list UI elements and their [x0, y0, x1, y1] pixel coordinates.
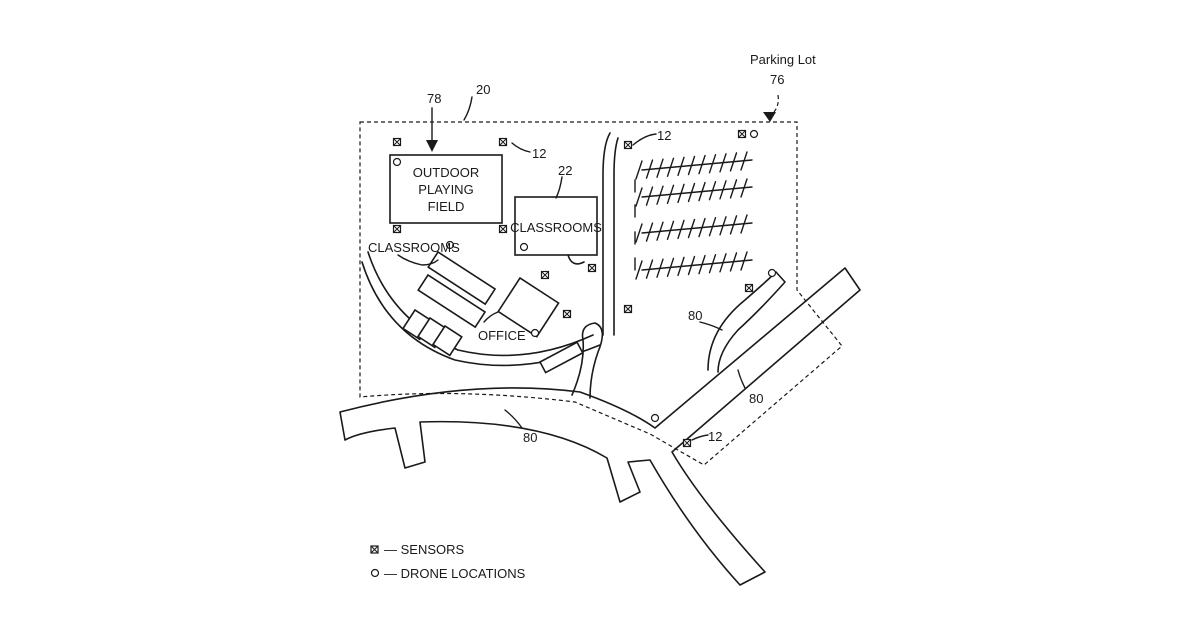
classrooms-left-label: CLASSROOMS: [368, 240, 460, 255]
drone-location-icon: [652, 415, 659, 422]
boundary-ref: 20: [476, 82, 490, 97]
road-ref-ramp: 80: [688, 308, 702, 323]
sensor-icon: [542, 272, 549, 279]
sensor-icon: [589, 265, 596, 272]
classrooms-top-label: CLASSROOMS: [510, 220, 602, 235]
field-label-2: PLAYING: [418, 182, 473, 197]
drone-location-icon: [532, 330, 539, 337]
sensor-ref-top: 12: [532, 146, 546, 161]
legend-sensors-label: — SENSORS: [384, 542, 465, 557]
field-ref: 78: [427, 91, 441, 106]
legend-sensor-icon: [371, 546, 378, 553]
road-ref-main: 80: [523, 430, 537, 445]
parking-row: [636, 152, 752, 179]
field-label-1: OUTDOOR: [413, 165, 479, 180]
sensor-ref-bottom: 12: [708, 429, 722, 444]
legend-drone-icon: [372, 570, 379, 577]
sensor-icon: [746, 285, 753, 292]
drone-location-icon: [769, 270, 776, 277]
office-label: OFFICE: [478, 328, 526, 343]
access-road: [572, 323, 602, 398]
drone-location-icon: [751, 131, 758, 138]
parking-row: [636, 252, 752, 279]
field-label-3: FIELD: [428, 199, 465, 214]
sensor-icon: [625, 306, 632, 313]
parking-lot-title: Parking Lot: [750, 52, 816, 67]
vertical-drive: [603, 133, 618, 335]
sensor-icon: [500, 226, 507, 233]
sensor-icon: [394, 226, 401, 233]
legend: — SENSORS — DRONE LOCATIONS: [371, 542, 526, 581]
sensor-icon: [739, 131, 746, 138]
parking-lot-ref: 76: [770, 72, 784, 87]
sensor-icon: [684, 440, 691, 447]
sensor-icon: [500, 139, 507, 146]
sensor-ref-parking: 12: [657, 128, 671, 143]
parking-stalls: [636, 152, 752, 279]
classrooms-ref: 22: [558, 163, 572, 178]
parking-row: [636, 215, 752, 242]
road-ref-right: 80: [749, 391, 763, 406]
drone-location-icon: [394, 159, 401, 166]
sensor-icon: [625, 142, 632, 149]
drone-location-icon: [521, 244, 528, 251]
legend-drones-label: — DRONE LOCATIONS: [384, 566, 526, 581]
sensor-icon: [564, 311, 571, 318]
parking-row: [636, 179, 752, 206]
sensor-icon: [394, 139, 401, 146]
